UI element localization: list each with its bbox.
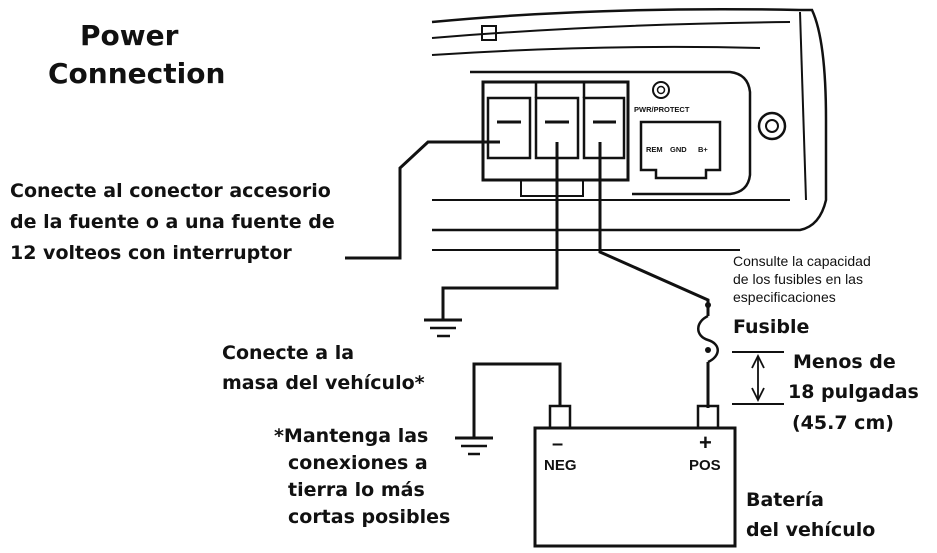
fuse-bottom-junction <box>705 347 711 353</box>
battery-ground-symbol <box>455 436 493 456</box>
battery-neg-label: NEG <box>544 457 577 474</box>
fuse-top-junction <box>705 302 711 308</box>
battery-label-line2: del vehículo <box>746 519 875 541</box>
fuse-note-line3: especificaciones <box>733 289 836 305</box>
battery-label-line1: Batería <box>746 489 824 511</box>
port-label-gnd: GND <box>670 145 687 154</box>
ground-note-line4: cortas posibles <box>288 506 450 528</box>
ground-connect-line2: masa del vehículo* <box>222 372 425 394</box>
distance-line2: 18 pulgadas <box>788 381 919 403</box>
ground-note-label: *Mantenga las conexiones a tierra lo más… <box>274 425 450 528</box>
distance-label: Menos de 18 pulgadas (45.7 cm) <box>788 351 919 434</box>
battery-ground-wire <box>472 362 562 438</box>
ground-wire <box>441 142 559 320</box>
accessory-connect-line1: Conecte al conector accesorio <box>10 180 331 202</box>
remote-port: REM GND B+ <box>639 120 722 180</box>
port-label-bplus: B+ <box>698 145 708 154</box>
diagram-title-line1: Power <box>80 19 179 52</box>
diagram-title-line2: Connection <box>48 57 225 90</box>
ground-note-line3: tierra lo más <box>288 479 425 501</box>
accessory-connect-label: Conecte al conector accesorio de la fuen… <box>10 180 335 264</box>
fuse-symbol <box>697 314 719 364</box>
ground-connect-line1: Conecte a la <box>222 342 354 364</box>
fuse-capacity-note: Consulte la capacidad de los fusibles en… <box>733 253 871 305</box>
distance-dimension <box>732 351 784 405</box>
fuse-note-line2: de los fusibles en las <box>733 271 863 287</box>
ground-note-line2: conexiones a <box>288 452 428 474</box>
battery-pos-label: POS <box>689 457 721 474</box>
accessory-connect-line3: 12 volteos con interruptor <box>10 242 292 264</box>
distance-line3: (45.7 cm) <box>792 412 894 434</box>
ground-note-line1: *Mantenga las <box>274 425 428 447</box>
accessory-connect-line2: de la fuente o a una fuente de <box>10 211 335 233</box>
fuse-note-line1: Consulte la capacidad <box>733 253 871 269</box>
battery-label: Batería del vehículo <box>746 489 875 541</box>
power-protect-indicator: PWR/PROTECT <box>634 81 690 114</box>
power-protect-label: PWR/PROTECT <box>634 105 690 114</box>
battery-neg-symbol: – <box>552 433 563 455</box>
ground-connect-label: Conecte a la masa del vehículo* <box>222 342 425 394</box>
amplifier-housing <box>431 7 828 251</box>
battery-pos-symbol: + <box>699 430 712 455</box>
port-label-rem: REM <box>646 145 663 154</box>
vehicle-battery: – NEG + POS <box>533 404 737 548</box>
remote-wire <box>345 140 500 260</box>
distance-line1: Menos de <box>793 351 896 373</box>
fuse-label: Fusible <box>733 316 809 338</box>
chassis-ground-symbol <box>424 318 462 338</box>
